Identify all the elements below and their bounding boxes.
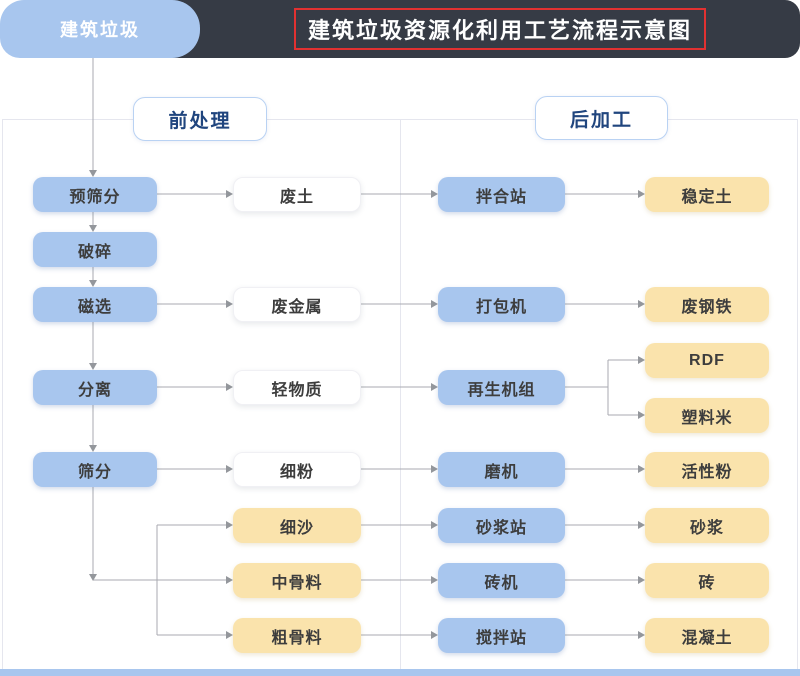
arrowhead-icon	[89, 280, 97, 287]
node-moji: 磨机	[438, 452, 565, 487]
node-banhezhan: 拌合站	[438, 177, 565, 212]
node-zhuan: 砖	[645, 563, 769, 598]
node-xisha: 细沙	[233, 508, 361, 543]
arrowhead-icon	[638, 190, 645, 198]
node-posui: 破碎	[33, 232, 157, 267]
arrowhead-icon	[638, 465, 645, 473]
node-zhuanji: 砖机	[438, 563, 565, 598]
node-cixuan: 磁选	[33, 287, 157, 322]
arrowhead-icon	[226, 631, 233, 639]
node-rdf: RDF	[645, 343, 769, 378]
arrowhead-icon	[431, 576, 438, 584]
arrowhead-icon	[638, 521, 645, 529]
node-zaishengjizu: 再生机组	[438, 370, 565, 405]
arrowhead-icon	[431, 190, 438, 198]
node-shajiangzhan: 砂浆站	[438, 508, 565, 543]
source-badge: 建筑垃圾	[0, 0, 200, 58]
arrowhead-icon	[226, 521, 233, 529]
node-huoxingfen: 活性粉	[645, 452, 769, 487]
arrowhead-icon	[226, 190, 233, 198]
node-feijinshu: 废金属	[233, 287, 361, 322]
arrowhead-icon	[89, 363, 97, 370]
arrowhead-icon	[89, 445, 97, 452]
arrowhead-icon	[89, 225, 97, 232]
arrowhead-icon	[226, 465, 233, 473]
section-header-post-processing: 后加工	[535, 96, 668, 140]
node-dabaoji: 打包机	[438, 287, 565, 322]
node-feigangtie: 废钢铁	[645, 287, 769, 322]
arrowhead-icon	[638, 411, 645, 419]
arrowhead-icon	[89, 574, 97, 581]
arrowhead-icon	[431, 383, 438, 391]
title-highlight-box: 建筑垃圾资源化利用工艺流程示意图	[200, 0, 800, 58]
node-suliaomi: 塑料米	[645, 398, 769, 433]
arrowhead-icon	[638, 300, 645, 308]
node-zhongguliao: 中骨料	[233, 563, 361, 598]
arrowhead-icon	[431, 521, 438, 529]
node-feitu: 废土	[233, 177, 361, 212]
footer-bar	[0, 669, 800, 676]
arrowhead-icon	[226, 383, 233, 391]
node-yushaifen: 预筛分	[33, 177, 157, 212]
section-divider	[400, 119, 401, 674]
page-title: 建筑垃圾资源化利用工艺流程示意图	[293, 8, 706, 50]
arrowhead-icon	[226, 300, 233, 308]
arrowhead-icon	[638, 576, 645, 584]
node-xifen: 细粉	[233, 452, 361, 487]
arrowhead-icon	[638, 631, 645, 639]
node-cuguliao: 粗骨料	[233, 618, 361, 653]
node-fenli: 分离	[33, 370, 157, 405]
node-wendingtu: 稳定土	[645, 177, 769, 212]
node-hunningtu: 混凝土	[645, 618, 769, 653]
node-shaifen: 筛分	[33, 452, 157, 487]
node-qingwuzhi: 轻物质	[233, 370, 361, 405]
section-header-pre-processing: 前处理	[133, 97, 267, 141]
arrowhead-icon	[638, 356, 645, 364]
arrowhead-icon	[226, 576, 233, 584]
arrowhead-icon	[89, 170, 97, 177]
arrowhead-icon	[431, 631, 438, 639]
arrowhead-icon	[431, 465, 438, 473]
arrowhead-icon	[431, 300, 438, 308]
node-jiaobanzhan: 搅拌站	[438, 618, 565, 653]
node-shajiang: 砂浆	[645, 508, 769, 543]
